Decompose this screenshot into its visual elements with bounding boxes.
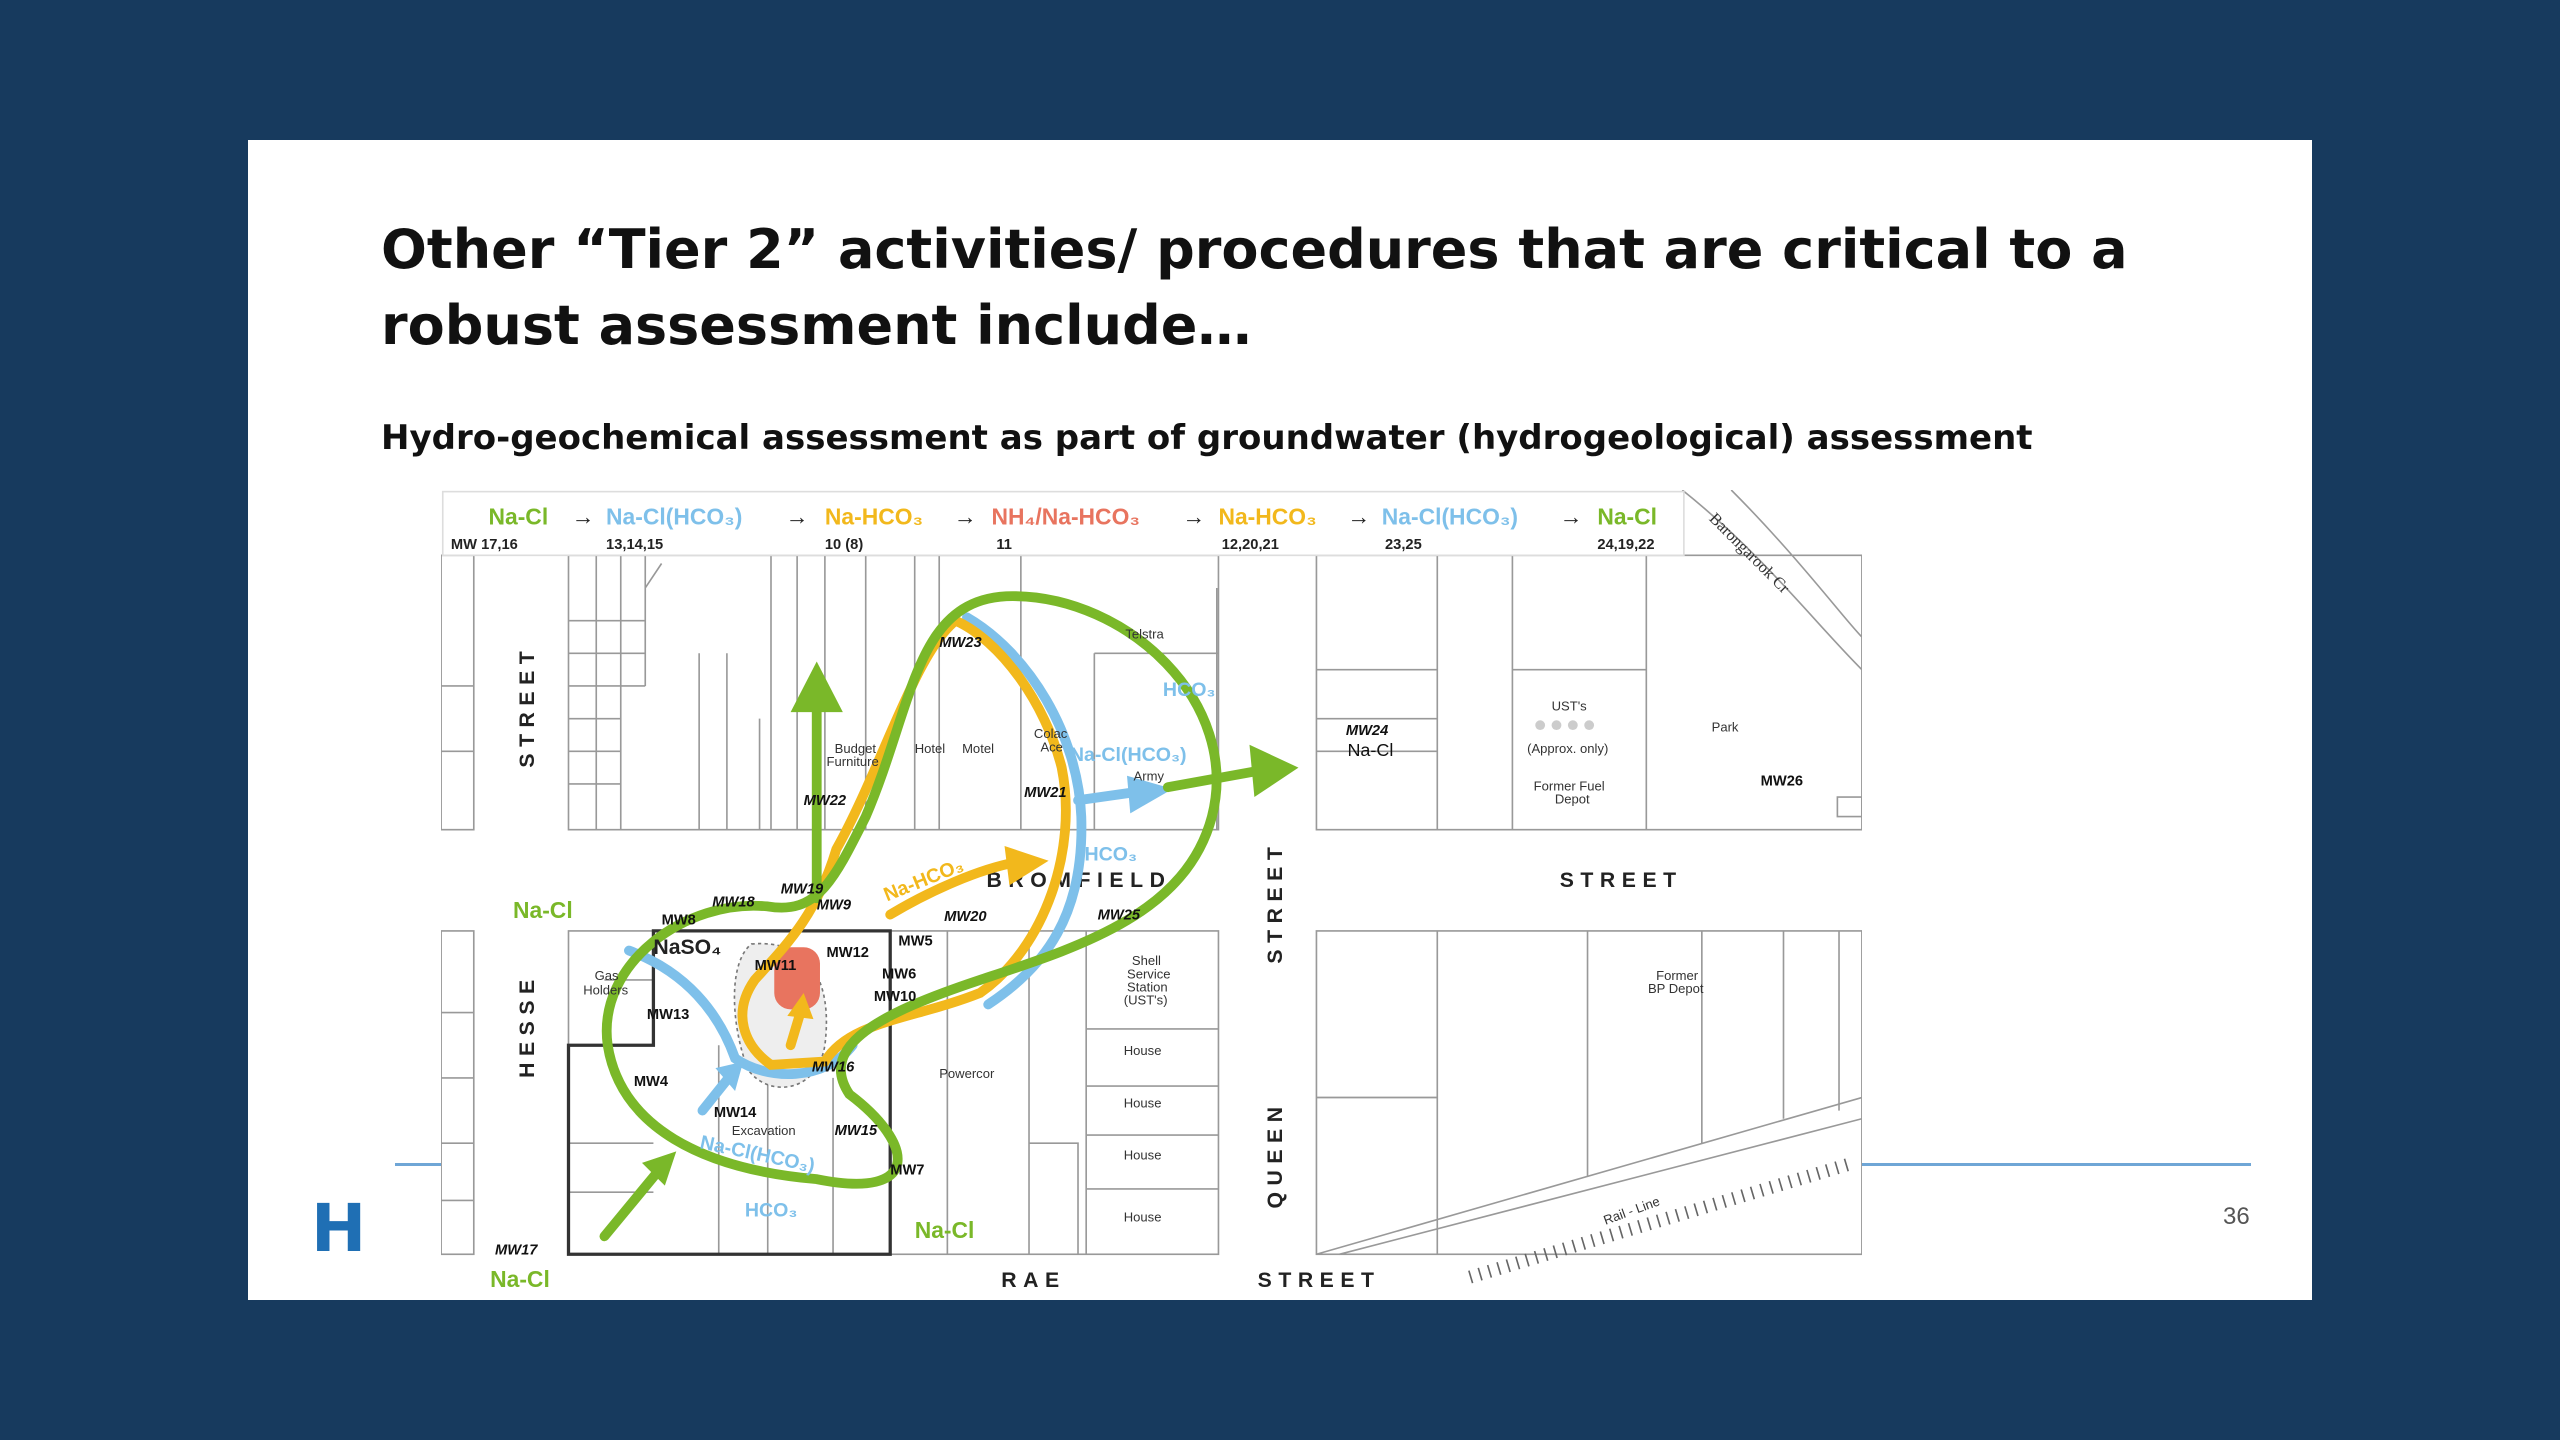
logo: H xyxy=(311,1190,367,1267)
svg-text:Colac: Colac xyxy=(1034,726,1068,741)
svg-text:MW20: MW20 xyxy=(944,909,987,925)
slide-title: Other “Tier 2” activities/ procedures th… xyxy=(381,218,2128,357)
street-label: STREET xyxy=(1560,869,1683,892)
svg-text:Park: Park xyxy=(1712,720,1739,735)
svg-text:Hotel: Hotel xyxy=(915,741,946,756)
svg-text:MW13: MW13 xyxy=(647,1007,689,1023)
svg-text:Telstra: Telstra xyxy=(1125,627,1164,642)
svg-text:MW25: MW25 xyxy=(1098,907,1141,923)
nh4-hotspot xyxy=(774,947,820,1010)
svg-text:Na-Cl: Na-Cl xyxy=(1347,740,1393,760)
svg-text:MW6: MW6 xyxy=(882,966,916,982)
svg-text:MW4: MW4 xyxy=(634,1074,669,1090)
svg-text:Service: Service xyxy=(1127,966,1171,981)
water-type-label: HCO₃ xyxy=(1085,844,1138,866)
svg-text:MW24: MW24 xyxy=(1346,723,1388,739)
svg-text:MW15: MW15 xyxy=(835,1123,878,1139)
svg-text:MW14: MW14 xyxy=(714,1105,757,1121)
water-type-label: HCO₃ xyxy=(745,1200,798,1222)
svg-text:MW19: MW19 xyxy=(781,881,824,897)
svg-text:MW26: MW26 xyxy=(1761,774,1803,790)
na-cl-flow xyxy=(599,591,1263,1242)
water-type-label: Na-Cl(HCO₃) xyxy=(1070,744,1187,766)
chemistry-chain: Na-Cl → Na-Cl(HCO₃) → Na-HCO₃ → NH₄/Na-H… xyxy=(488,503,1657,529)
svg-text:Former Fuel: Former Fuel xyxy=(1534,778,1605,793)
svg-text:BP Depot: BP Depot xyxy=(1648,981,1704,996)
svg-text:Ace: Ace xyxy=(1040,739,1062,754)
svg-text:Budget: Budget xyxy=(835,741,877,756)
water-type-label: HCO₃ xyxy=(1163,679,1216,701)
hydrogeochemical-map: Na-Cl → Na-Cl(HCO₃) → Na-HCO₃ → NH₄/Na-H… xyxy=(441,490,1862,1300)
svg-text:MW9: MW9 xyxy=(817,898,852,914)
svg-text:Army: Army xyxy=(1134,769,1165,784)
svg-text:MW12: MW12 xyxy=(827,945,869,961)
divider-left xyxy=(395,1163,441,1166)
svg-text:Former: Former xyxy=(1656,968,1699,983)
svg-text:(Approx. only): (Approx. only) xyxy=(1527,741,1608,756)
svg-text:MW22: MW22 xyxy=(804,793,847,809)
svg-text:UST's: UST's xyxy=(1552,698,1588,713)
svg-text:MW11: MW11 xyxy=(755,958,797,974)
divider-right xyxy=(1862,1163,2251,1166)
water-type-label: Na-Cl xyxy=(513,897,573,923)
svg-text:Gas: Gas xyxy=(595,968,619,983)
svg-text:House: House xyxy=(1124,1043,1162,1058)
svg-text:Motel: Motel xyxy=(962,741,994,756)
svg-text:MW21: MW21 xyxy=(1024,785,1066,801)
slide-subtitle: Hydro-geochemical assessment as part of … xyxy=(381,418,2033,458)
svg-text:Station: Station xyxy=(1127,979,1168,994)
svg-text:House: House xyxy=(1124,1095,1162,1110)
na-hco3-flow xyxy=(737,615,1071,1070)
site-boundary xyxy=(566,929,892,1256)
street-label: HESSE xyxy=(516,973,539,1078)
svg-text:Holders: Holders xyxy=(583,983,628,998)
svg-text:House: House xyxy=(1124,1210,1162,1225)
street-label: STREET xyxy=(516,645,539,768)
svg-text:MW7: MW7 xyxy=(890,1162,924,1178)
street-label: STREET xyxy=(1258,1269,1381,1292)
svg-text:Shell: Shell xyxy=(1132,953,1161,968)
monitoring-well-labels: MW23 MW22 MW21 MW19 MW18 MW9 MW8 MW20 MW… xyxy=(495,635,1803,1259)
svg-text:MW18: MW18 xyxy=(712,894,755,910)
street-label: RAE xyxy=(1001,1269,1065,1292)
svg-text:(UST's): (UST's) xyxy=(1124,992,1168,1007)
water-type-label: NaSO₄ xyxy=(653,936,721,959)
svg-text:MW5: MW5 xyxy=(898,934,932,950)
street-label: QUEEN xyxy=(1264,1100,1287,1208)
svg-text:MW10: MW10 xyxy=(874,989,916,1005)
svg-text:MW8: MW8 xyxy=(662,912,696,928)
svg-text:House: House xyxy=(1124,1148,1162,1163)
slide: Other “Tier 2” activities/ procedures th… xyxy=(248,140,2312,1300)
svg-text:MW23: MW23 xyxy=(939,635,981,651)
svg-text:Furniture: Furniture xyxy=(827,754,879,769)
svg-text:Depot: Depot xyxy=(1555,792,1590,807)
page-number: 36 xyxy=(2223,1203,2250,1230)
water-type-label: Na-Cl xyxy=(915,1217,975,1243)
svg-text:Excavation: Excavation xyxy=(732,1123,796,1138)
svg-text:MW16: MW16 xyxy=(812,1059,855,1075)
svg-text:Powercor: Powercor xyxy=(939,1066,995,1081)
water-type-label: Na-Cl xyxy=(490,1266,550,1292)
svg-text:MW17: MW17 xyxy=(495,1242,538,1258)
street-label: STREET xyxy=(1264,841,1287,964)
